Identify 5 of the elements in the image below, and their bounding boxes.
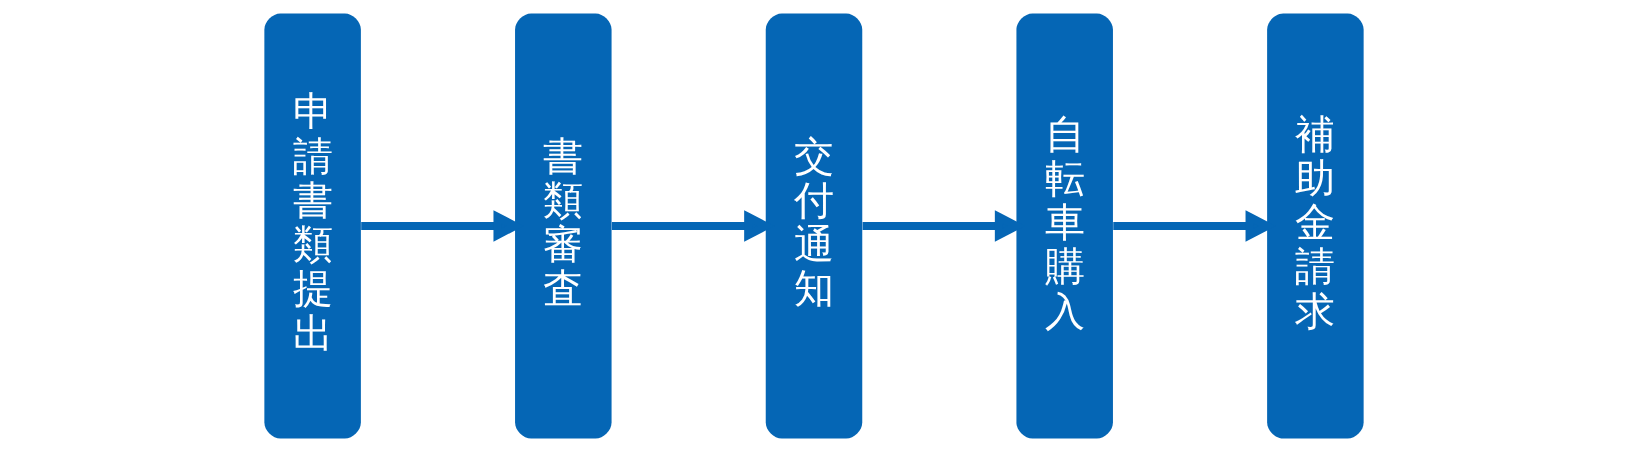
node-box: 書類審査 — [515, 13, 612, 439]
node-box: 補助金請求 — [1267, 13, 1364, 439]
node-box: 交付通知 — [765, 13, 863, 439]
node-box: 申請書類提出 — [264, 13, 361, 439]
node-box: 自転車購入 — [1016, 13, 1113, 439]
